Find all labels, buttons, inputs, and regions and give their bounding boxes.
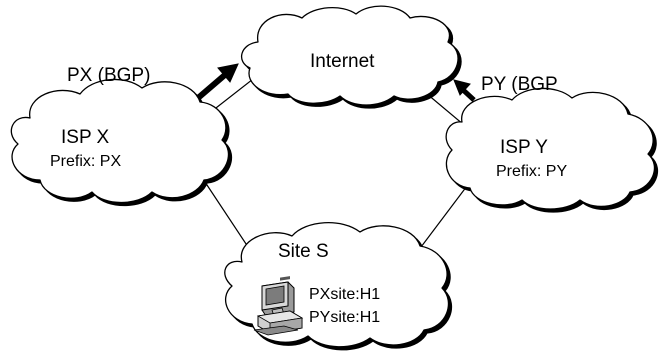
isp-x-prefix: Prefix: PX	[50, 153, 121, 170]
py-bgp-label: PY (BGP	[481, 74, 558, 95]
site-s-address-py: PYsite:H1	[309, 309, 380, 326]
px-announcement: PX (BGP)	[67, 63, 239, 101]
isp-x-cloud: ISP X Prefix: PX	[10, 78, 233, 207]
link-ispy-site	[414, 181, 471, 256]
isp-x-label: ISP X	[61, 127, 110, 148]
internet-label: Internet	[310, 51, 375, 72]
isp-y-label: ISP Y	[500, 137, 548, 158]
site-s-cloud: Site S PXsite:H1 PYsite:H1	[224, 221, 453, 351]
arrow-up-left-icon	[453, 79, 476, 102]
arrow-up-right-icon	[196, 63, 239, 101]
px-bgp-label: PX (BGP)	[67, 65, 150, 86]
internet-cloud: Internet	[240, 5, 462, 109]
isp-y-cloud: ISP Y Prefix: PY	[445, 87, 659, 213]
isp-y-prefix: Prefix: PY	[496, 163, 567, 180]
site-s-address-px: PXsite:H1	[309, 286, 380, 303]
site-s-label: Site S	[278, 241, 329, 262]
py-announcement: PY (BGP	[453, 74, 558, 102]
desktop-computer-icon	[253, 276, 304, 336]
